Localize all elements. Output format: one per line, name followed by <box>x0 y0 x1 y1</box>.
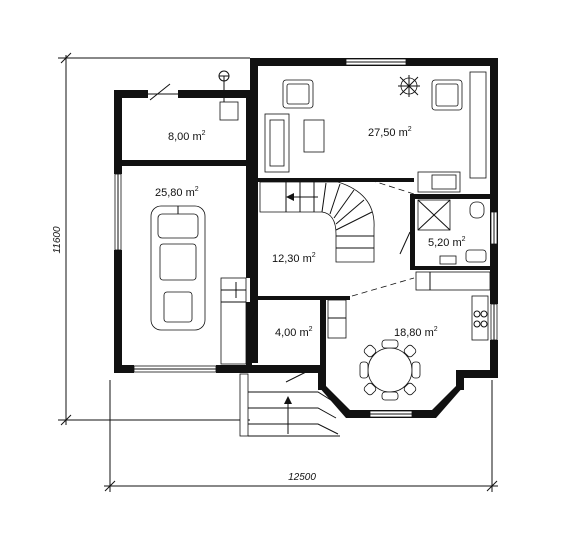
dining-table <box>359 339 421 401</box>
opening-line <box>351 277 415 297</box>
side-steps <box>220 277 247 365</box>
kitchen-counter <box>327 271 491 341</box>
living-furniture <box>264 71 487 193</box>
room-label-living: 27,50 m2 <box>368 126 412 139</box>
room-label-storage: 8,00 m2 <box>168 130 206 143</box>
dimension-lines <box>58 52 498 492</box>
opening-line <box>369 179 415 195</box>
room-label-bathroom: 5,20 m2 <box>428 236 466 249</box>
room-label-kitchen-dining: 18,80 m2 <box>394 326 438 339</box>
room-label-hall: 12,30 m2 <box>272 252 316 265</box>
car <box>150 205 206 331</box>
room-label-garage: 25,80 m2 <box>155 186 199 199</box>
staircase <box>259 181 375 263</box>
room-label-vestibule: 4,00 m2 <box>275 326 313 339</box>
dimension-width: 12500 <box>288 472 316 483</box>
entrance-steps <box>239 373 340 437</box>
boiler <box>219 101 239 121</box>
windows <box>114 58 498 418</box>
bathroom-fixtures <box>417 199 487 265</box>
dimension-height: 11600 <box>52 226 63 254</box>
